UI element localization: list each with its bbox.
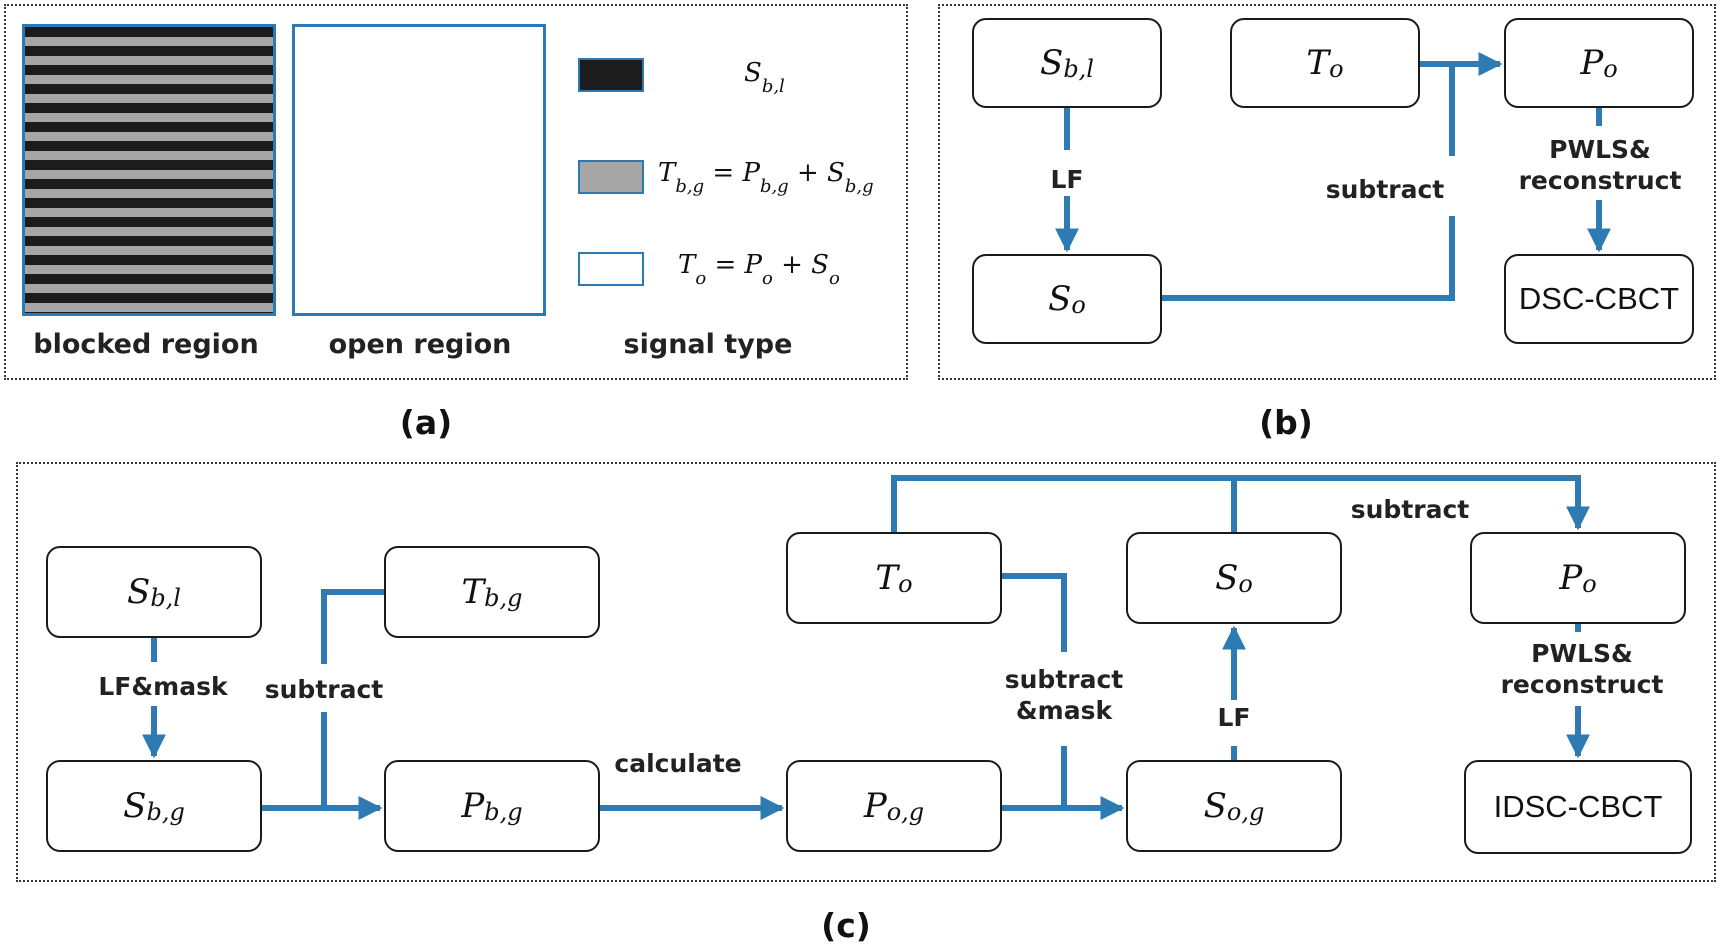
label-b-subtract: subtract — [1325, 175, 1445, 204]
box-c-idsc-cbct: IDSC-CBCT — [1464, 760, 1692, 854]
open-region-label: open region — [328, 329, 512, 360]
label-c-subtract-top: subtract — [1350, 495, 1470, 524]
legend-swatch-white — [578, 252, 644, 286]
panel-c — [16, 462, 1716, 882]
label-c-lf-mask: LF&mask — [98, 672, 228, 701]
open-region — [292, 24, 546, 316]
panel-b — [938, 4, 1716, 380]
legend-eq-sbl: Sb,l — [744, 58, 785, 98]
legend-eq-tbg: Tb,g = Pb,g + Sb,g — [658, 158, 874, 198]
legend-swatch-gray — [578, 160, 644, 194]
signal-type-label: signal type — [623, 329, 793, 360]
legend-eq-to: To = Po + So — [678, 250, 840, 290]
label-c-pwls: PWLS&reconstruct — [1500, 639, 1664, 699]
arrow-c-to-right — [1002, 573, 1067, 652]
legend-swatch-dark — [578, 58, 644, 92]
box-b-dsc-cbct: DSC-CBCT — [1504, 254, 1694, 344]
label-b-lf: LF — [1050, 165, 1084, 194]
caption-a: (a) — [399, 403, 453, 442]
label-c-subtract-mask: subtract&mask — [1004, 665, 1124, 725]
arrow-c-tbg-down — [321, 589, 384, 664]
caption-b: (b) — [1259, 403, 1313, 442]
arrow-b-so-subtract — [1162, 216, 1455, 301]
label-c-lf: LF — [1217, 703, 1251, 732]
blocked-region-label: blocked region — [33, 329, 259, 360]
blocked-region — [22, 24, 276, 316]
caption-c: (c) — [821, 906, 871, 945]
panel-a — [4, 4, 908, 380]
label-c-subtract-1: subtract — [264, 675, 384, 704]
label-c-calculate: calculate — [614, 749, 742, 778]
label-b-pwls: PWLS&reconstruct — [1518, 135, 1682, 195]
